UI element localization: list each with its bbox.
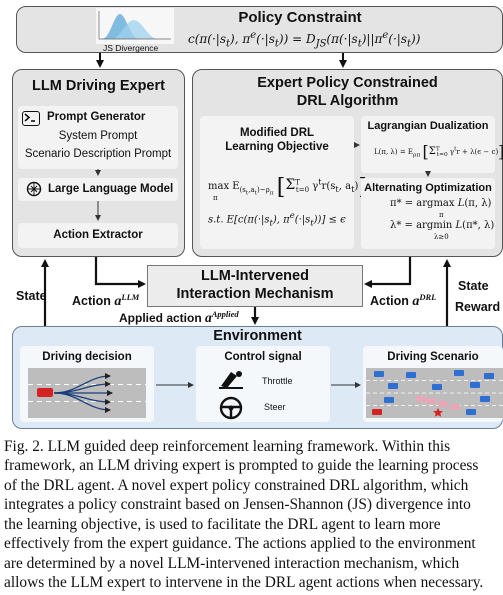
js-divergence-plot (96, 8, 174, 44)
drl-title-line1: Expert Policy Constrained (257, 75, 438, 91)
steering-wheel-icon (219, 396, 243, 425)
alt-equation-1-sub: π (439, 211, 444, 219)
llm-icon (26, 181, 42, 202)
action-drl-text: Action (370, 294, 409, 309)
caption-line-6: effectively from the expert guidance. Th… (4, 535, 476, 552)
alternating-box (361, 178, 495, 249)
reward-right-label: Reward (455, 300, 501, 314)
alt-equation-2-sub: λ≥0 (434, 233, 449, 241)
lagrangian-box (361, 116, 495, 173)
interaction-line1: LLM-Intervened (201, 268, 309, 284)
system-prompt: System Prompt (58, 130, 138, 142)
alternating-title: Alternating Optimization (364, 182, 492, 194)
objective-title-line1: Modified DRL (239, 127, 315, 139)
objective-title-line2: Learning Objective (225, 141, 329, 153)
environment-title: Environment (213, 328, 302, 344)
modified-objective-box (200, 116, 354, 249)
caption-line-4: integrates a policy constraint based on … (4, 496, 471, 513)
lagrangian-title: Lagrangian Dualization (367, 120, 489, 132)
drl-title-line2: DRL Algorithm (296, 93, 399, 109)
throttle-pedal-icon (217, 368, 245, 395)
action-extractor-box (18, 223, 178, 248)
action-extractor-title: Action Extractor (53, 229, 143, 241)
action-llm-label: Action aLLM (72, 292, 139, 310)
applied-action-sup: Applied (211, 309, 239, 319)
scenario-description-prompt: Scenario Description Prompt (24, 148, 172, 160)
prompt-generator-title: Prompt Generator (47, 111, 146, 123)
alt-equation-2: λ* = argmin L(π*, λ) (390, 220, 495, 231)
policy-constraint-formula: c(π(·|st), πe(·|st)) = DJS(π(·|st)||πe(·… (188, 30, 421, 50)
throttle-label: Throttle (262, 376, 293, 386)
action-llm-symbol: a (114, 294, 122, 310)
lagrangian-equation: L(π, λ) = Eρπ [ΣTt=0 γtr + λ(ϵ − c)] (374, 142, 503, 161)
action-drl-sup: DRL (419, 292, 437, 302)
caption-line-8: allows the LLM expert to intervene in th… (4, 574, 484, 591)
llm-expert-title: LLM Driving Expert (32, 78, 165, 94)
caption-line-3: of the DRL agent. A novel expert policy … (4, 477, 469, 494)
llm-box (18, 178, 178, 201)
caption-line-2: framework, an LLM driving expert is prom… (4, 457, 479, 474)
steer-label: Steer (264, 402, 286, 412)
action-drl-label: Action aDRL (370, 292, 436, 310)
caption-line-7: are determined by a novel LLM-intervened… (4, 555, 460, 572)
applied-action-symbol: a (205, 310, 212, 325)
control-signal-title: Control signal (224, 351, 302, 363)
driving-decision-title: Driving decision (42, 351, 132, 363)
policy-constraint-title: Policy Constraint (238, 9, 362, 26)
state-left-label: State (16, 289, 47, 303)
caption-line-1: Fig. 2. LLM guided deep reinforcement le… (4, 438, 451, 455)
objective-equation-2: s.t. E[c(π(·|st), πe(·|st))] ≤ ϵ (208, 210, 346, 228)
alt-equation-1: π* = argmax L(π, λ) (390, 198, 492, 209)
prompt-generator-box (18, 106, 178, 169)
driving-scenario-road (366, 368, 503, 418)
control-signal-box (196, 346, 330, 422)
applied-action-text: Applied action (119, 311, 202, 325)
applied-action-label: Applied action aApplied (119, 309, 239, 326)
objective-equation-1: max E(st,at)~ρπ [ΣTt=0 γtr(st, at)] (208, 175, 367, 200)
js-divergence-label: JS Divergence (103, 43, 159, 53)
action-llm-sup: LLM (121, 292, 140, 302)
interaction-mechanism-box (147, 265, 363, 307)
driving-scenario-title: Driving Scenario (387, 351, 479, 363)
action-drl-symbol: a (412, 294, 420, 310)
state-right-label: State (458, 279, 489, 293)
action-llm-text: Action (72, 294, 111, 309)
terminal-icon (22, 111, 40, 126)
llm-title: Large Language Model (48, 183, 174, 195)
objective-max-sub: π (213, 194, 218, 202)
caption-line-5: the learning objective, is used to facil… (4, 516, 441, 533)
driving-decision-road (28, 368, 146, 418)
interaction-line2: Interaction Mechanism (176, 286, 334, 302)
